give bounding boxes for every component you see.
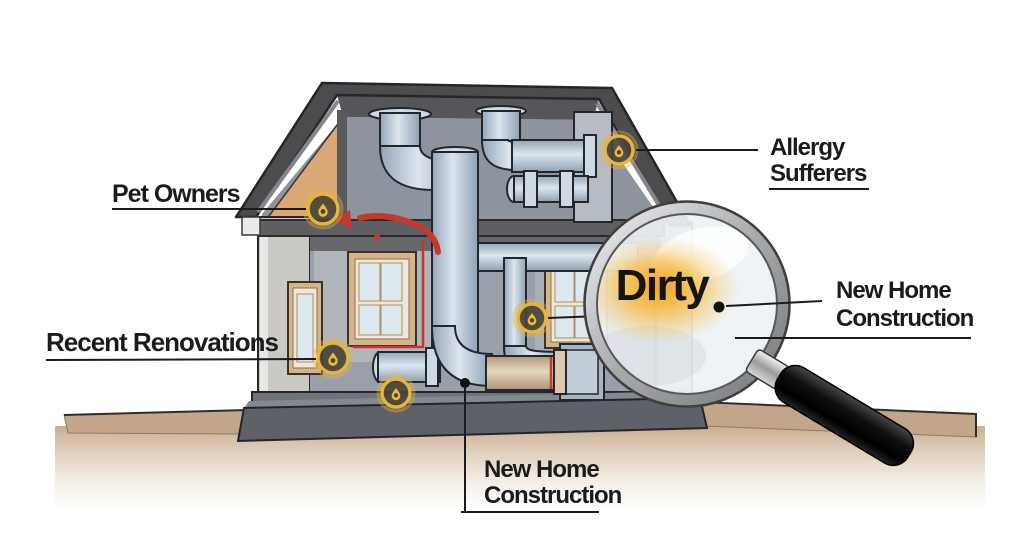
attic-duct-a <box>379 112 421 147</box>
attic-duct-b-run <box>511 139 593 173</box>
dirty-glow-core <box>606 252 710 320</box>
leader-dot-dirty <box>713 301 725 313</box>
contaminant-badge-attic-left <box>302 188 344 230</box>
magnifier-handle <box>745 349 915 467</box>
tan-duct <box>485 355 561 391</box>
drop-icon-hole <box>320 209 326 214</box>
label-pet-owners: Pet Owners <box>112 180 306 210</box>
drop-icon-hole <box>330 358 336 363</box>
drop-icon-hole <box>529 318 535 323</box>
gable-post <box>337 110 347 222</box>
label-allergy-sufferers: Allergy Sufferers <box>636 134 869 190</box>
red-line <box>353 240 425 349</box>
left-wall-highlight <box>260 219 268 405</box>
nhc-bottom-line1: New Home <box>484 456 599 483</box>
contaminant-badge-main-right <box>512 298 552 338</box>
leader-recent-renovations <box>45 358 317 361</box>
attic-duct-b <box>481 110 521 142</box>
nhc-right-line1: New Home <box>836 277 951 304</box>
duct-collar <box>523 170 538 208</box>
nhc-right-line2: Construction <box>836 305 974 332</box>
ductwork <box>368 105 639 401</box>
drop-icon-hole <box>393 393 399 398</box>
contaminant-badges <box>302 130 639 413</box>
magnifier: Dirty <box>583 200 915 467</box>
tan-duct-collar <box>553 349 567 395</box>
ground-edge-left <box>63 409 249 416</box>
recent-renovations-text: Recent Renovations <box>46 327 278 357</box>
allergy-line1: Allergy <box>770 134 846 161</box>
contaminant-badge-main-left <box>312 337 354 379</box>
drop-icon-hole <box>616 150 622 155</box>
handle-grip <box>774 364 915 467</box>
pet-owners-text: Pet Owners <box>112 180 240 208</box>
contaminant-badge-foundation <box>376 373 416 413</box>
magnifier-glass-content: Dirty <box>598 226 749 386</box>
duct-collar <box>583 134 597 178</box>
leader-dot-bottom <box>460 378 470 388</box>
duct-collar <box>559 170 574 208</box>
roof-inner-edge-left <box>256 99 340 214</box>
nhc-bottom-line2: Construction <box>484 482 622 509</box>
airflow-arrow <box>357 213 441 255</box>
airflow-marks <box>334 210 441 349</box>
foundation <box>236 396 709 443</box>
airflow-arrowhead <box>334 210 352 229</box>
vent-box-inner <box>565 349 599 395</box>
duct-collar <box>425 347 439 387</box>
rim-outer-edge <box>583 200 791 408</box>
eave-soffit-left <box>241 216 261 236</box>
contaminant-badge-attic-right <box>599 130 639 170</box>
red-dot <box>374 234 380 240</box>
dirty-text: Dirty <box>616 261 711 310</box>
leader-right <box>725 300 823 307</box>
soil-fade <box>55 426 985 522</box>
window-left <box>347 251 417 347</box>
allergy-line2: Sufferers <box>770 160 867 187</box>
label-new-home-construction-right: New Home Construction <box>725 277 975 339</box>
label-new-home-construction-bottom: New Home Construction <box>460 378 623 513</box>
label-recent-renovations: Recent Renovations <box>45 327 317 361</box>
